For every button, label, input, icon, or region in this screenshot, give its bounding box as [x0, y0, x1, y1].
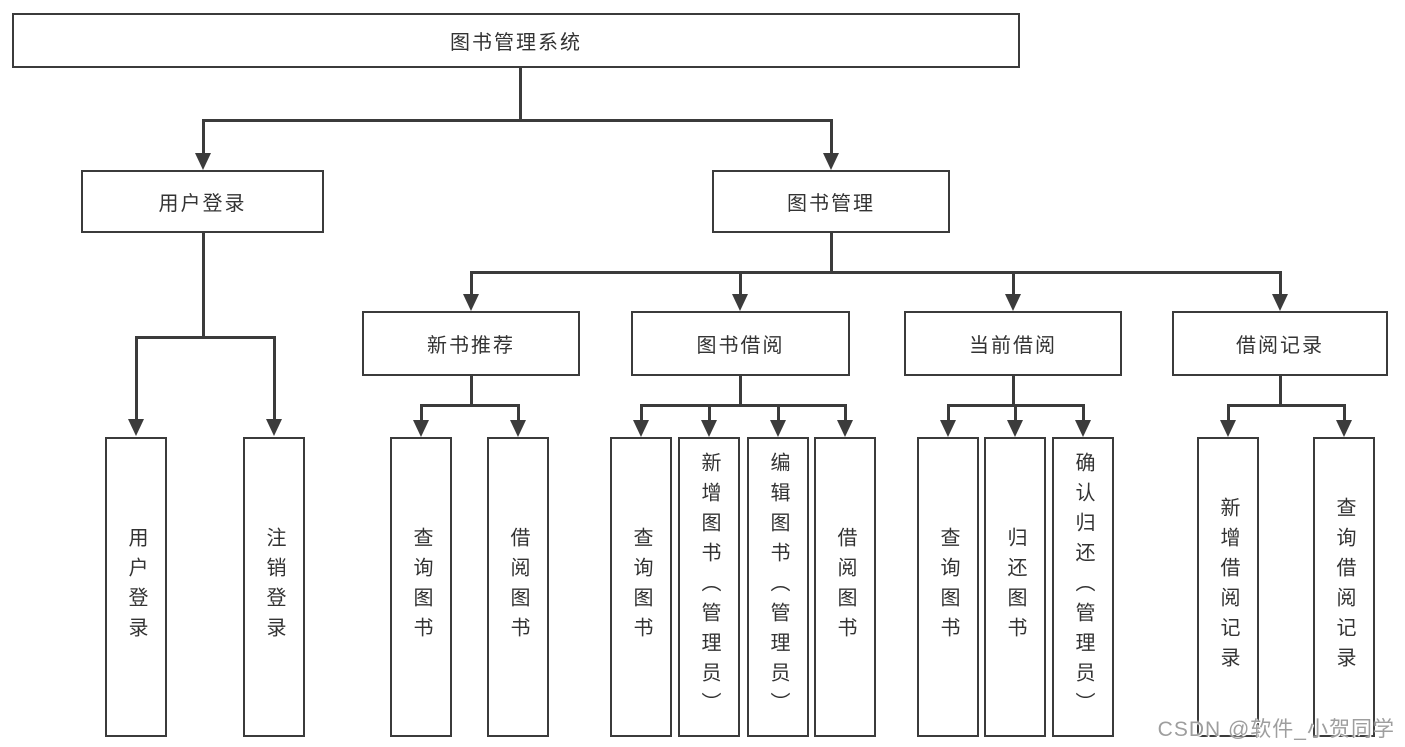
arrow-down-icon — [1005, 294, 1021, 311]
leaf-borrow-books: 借阅图书 — [487, 437, 549, 737]
leaf-label: 借阅图书 — [834, 527, 856, 647]
node-library-system: 图书管理系统 — [12, 13, 1020, 68]
node-label: 图书借阅 — [696, 335, 785, 357]
arrow-down-icon — [1272, 294, 1288, 311]
connector-line — [469, 376, 473, 407]
arrow-down-icon — [195, 153, 211, 170]
node-label: 用户登录 — [158, 193, 247, 215]
leaf-label: 用户登录 — [125, 527, 147, 647]
connector-line — [1278, 376, 1282, 407]
connector-line — [419, 404, 520, 407]
arrow-down-icon — [837, 420, 853, 437]
connector-line — [776, 404, 780, 421]
arrow-down-icon — [770, 420, 786, 437]
node-book-borrow: 图书借阅 — [631, 311, 850, 376]
leaf-label: 查询借阅记录 — [1333, 497, 1355, 677]
node-book-management: 图书管理 — [712, 170, 950, 233]
node-label: 新书推荐 — [427, 335, 515, 357]
leaf-add-borrow-record: 新增借阅记录 — [1197, 437, 1259, 737]
leaf-user-login: 用户登录 — [105, 437, 167, 737]
connector-line — [516, 404, 520, 421]
leaf-label: 查询图书 — [410, 527, 432, 647]
arrow-down-icon — [510, 420, 526, 437]
leaf-add-books-admin: 新增图书（管理员） — [678, 437, 740, 737]
node-label: 当前借阅 — [969, 335, 1057, 357]
leaf-label: 新增图书（管理员） — [698, 452, 720, 722]
connector-line — [639, 404, 847, 407]
connector-line — [829, 233, 833, 274]
arrow-down-icon — [1220, 420, 1236, 437]
connector-line — [1081, 404, 1085, 421]
connector-line — [843, 404, 847, 421]
arrow-down-icon — [633, 420, 649, 437]
leaf-label: 注销登录 — [263, 527, 285, 647]
arrow-down-icon — [701, 420, 717, 437]
leaf-query-books: 查询图书 — [917, 437, 979, 737]
leaf-query-books: 查询图书 — [390, 437, 452, 737]
leaf-logout: 注销登录 — [243, 437, 305, 737]
arrow-down-icon — [1075, 420, 1091, 437]
node-label: 图书管理 — [787, 193, 875, 215]
connector-line — [201, 233, 205, 338]
connector-line — [1278, 271, 1282, 295]
arrow-down-icon — [940, 420, 956, 437]
connector-line — [1011, 271, 1015, 295]
arrow-down-icon — [463, 294, 479, 311]
connector-line — [707, 404, 711, 421]
connector-line — [1342, 404, 1346, 421]
node-current-borrow: 当前借阅 — [904, 311, 1122, 376]
connector-line — [469, 271, 1282, 274]
leaf-edit-books-admin: 编辑图书（管理员） — [747, 437, 809, 737]
node-new-book-recommend: 新书推荐 — [362, 311, 580, 376]
leaf-query-borrow-record: 查询借阅记录 — [1313, 437, 1375, 737]
connector-line — [134, 336, 138, 420]
leaf-return-books: 归还图书 — [984, 437, 1046, 737]
connector-line — [1226, 404, 1346, 407]
connector-line — [946, 404, 950, 421]
leaf-label: 新增借阅记录 — [1217, 497, 1239, 677]
arrow-down-icon — [732, 294, 748, 311]
node-user-login: 用户登录 — [81, 170, 324, 233]
node-borrow-records: 借阅记录 — [1172, 311, 1388, 376]
connector-line — [272, 336, 276, 420]
leaf-borrow-books: 借阅图书 — [814, 437, 876, 737]
connector-line — [518, 68, 522, 121]
leaf-label: 查询图书 — [630, 527, 652, 647]
arrow-down-icon — [413, 420, 429, 437]
watermark: CSDN @软件_小贺同学 — [1157, 718, 1395, 741]
leaf-label: 借阅图书 — [507, 527, 529, 647]
connector-line — [1013, 404, 1017, 421]
connector-line — [469, 271, 473, 295]
leaf-label: 确认归还（管理员） — [1072, 452, 1094, 722]
node-label: 借阅记录 — [1236, 335, 1324, 357]
connector-line — [419, 404, 423, 421]
connector-line — [829, 119, 833, 154]
node-label: 图书管理系统 — [450, 32, 582, 54]
leaf-label: 查询图书 — [937, 527, 959, 647]
connector-line — [1011, 376, 1015, 407]
arrow-down-icon — [1336, 420, 1352, 437]
arrow-down-icon — [128, 419, 144, 436]
arrow-down-icon — [823, 153, 839, 170]
connector-line — [639, 404, 643, 421]
arrow-down-icon — [266, 419, 282, 436]
connector-line — [738, 376, 742, 407]
leaf-label: 归还图书 — [1004, 527, 1026, 647]
arrow-down-icon — [1007, 420, 1023, 437]
leaf-confirm-return-admin: 确认归还（管理员） — [1052, 437, 1114, 737]
connector-line — [738, 271, 742, 295]
connector-line — [134, 336, 276, 339]
leaf-label: 编辑图书（管理员） — [767, 452, 789, 722]
connector-line — [201, 119, 205, 154]
connector-line — [1226, 404, 1230, 421]
connector-line — [201, 119, 833, 122]
leaf-query-books: 查询图书 — [610, 437, 672, 737]
